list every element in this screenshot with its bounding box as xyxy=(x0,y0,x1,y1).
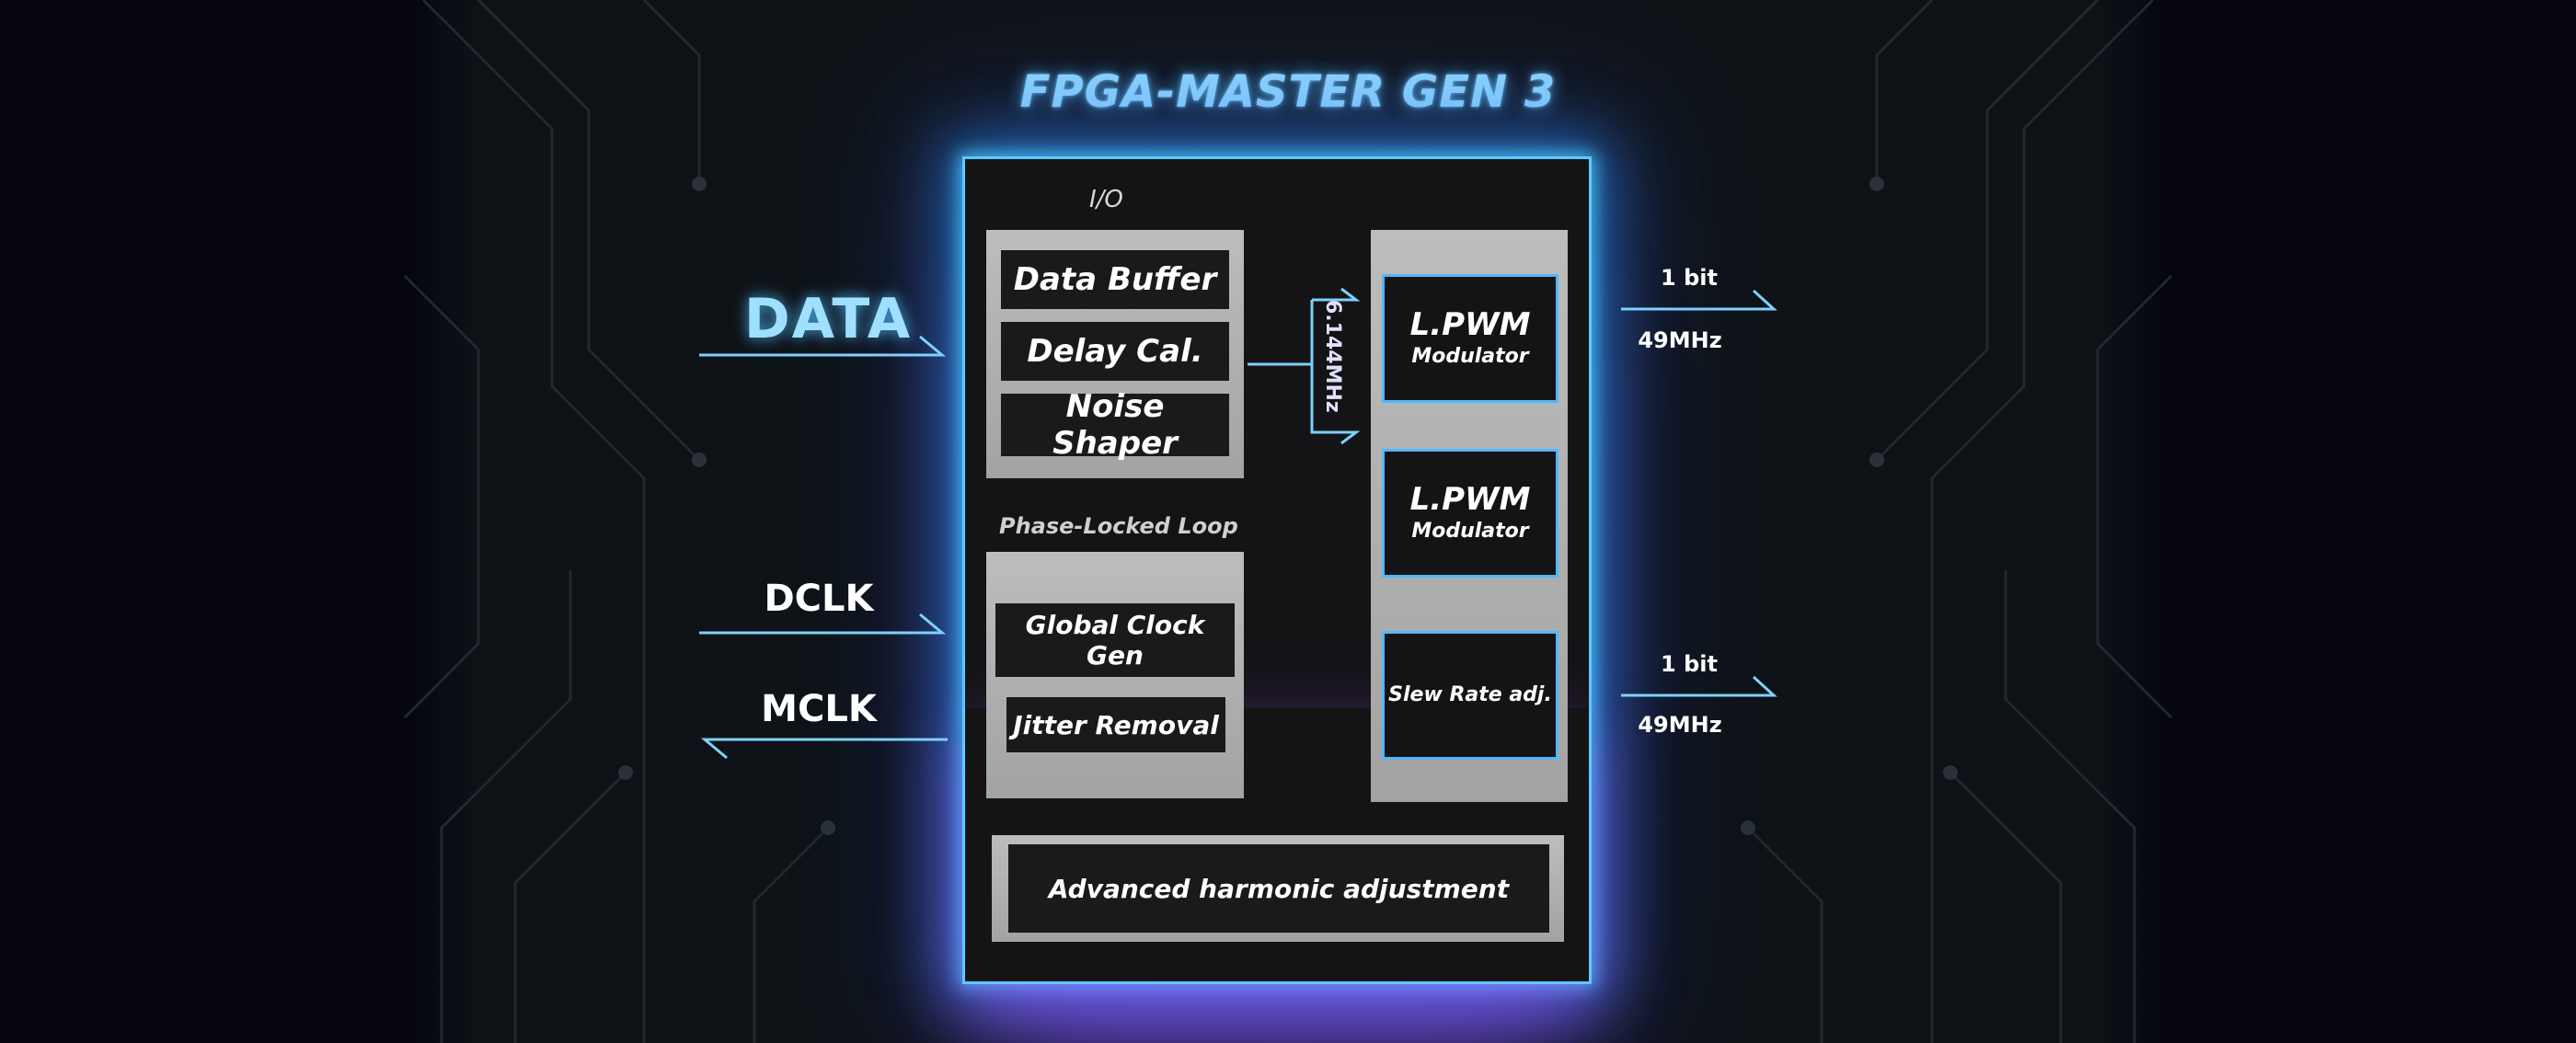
output-1-bits: 1 bit xyxy=(1661,265,1718,291)
output-2-freq: 49MHz xyxy=(1638,712,1722,738)
dclk-arrow xyxy=(699,613,947,635)
lpwm-modulator-1-title: L.PWM xyxy=(1409,306,1531,343)
data-arrow xyxy=(699,335,947,357)
jitter-removal-block: Jitter Removal xyxy=(1006,697,1225,752)
output-1-freq: 49MHz xyxy=(1638,327,1722,353)
slew-rate-block: Slew Rate adj. xyxy=(1382,631,1558,760)
harmonic-adjustment-block: Advanced harmonic adjustment xyxy=(1008,844,1549,933)
data-buffer-block: Data Buffer xyxy=(1001,250,1229,309)
freq-bracket xyxy=(1310,287,1361,445)
output-1-arrow xyxy=(1621,289,1777,311)
mclk-arrow xyxy=(700,738,948,760)
diagram-title: FPGA-MASTER GEN 3 xyxy=(1019,66,1557,118)
slew-rate-label: Slew Rate adj. xyxy=(1388,683,1552,706)
pll-label: Phase-Locked Loop xyxy=(999,513,1238,539)
lpwm-modulator-2-title: L.PWM xyxy=(1409,481,1531,518)
lpwm-modulator-1: L.PWM Modulator xyxy=(1382,274,1558,403)
mclk-input-label: MCLK xyxy=(761,688,877,730)
data-input-label: DATA xyxy=(743,287,913,351)
lpwm-modulator-2-subtitle: Modulator xyxy=(1411,520,1529,543)
noise-shaper-block: Noise Shaper xyxy=(1001,388,1229,462)
output-2-bits: 1 bit xyxy=(1661,651,1718,677)
io-label: I/O xyxy=(1089,186,1123,213)
lpwm-modulator-2: L.PWM Modulator xyxy=(1382,449,1558,578)
global-clock-gen-block: Global Clock Gen xyxy=(995,603,1235,677)
link-frequency-label: 6.144MHz xyxy=(1321,300,1344,413)
lpwm-modulator-1-subtitle: Modulator xyxy=(1411,345,1529,368)
delay-cal-block: Delay Cal. xyxy=(1001,322,1229,381)
dclk-input-label: DCLK xyxy=(764,578,874,620)
output-2-arrow xyxy=(1621,675,1777,697)
